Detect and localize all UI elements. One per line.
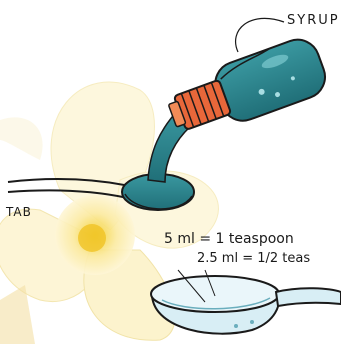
measuring-cup <box>151 270 341 334</box>
syrup-label: SYRUP <box>287 14 340 27</box>
syrup-bottle <box>162 34 331 144</box>
tab-label: TAB <box>6 206 32 218</box>
teaspoon-conversion-label: 5 ml = 1 teaspoon <box>164 232 294 246</box>
half-teaspoon-conversion-label: 2.5 ml = 1/2 teas <box>197 252 310 265</box>
